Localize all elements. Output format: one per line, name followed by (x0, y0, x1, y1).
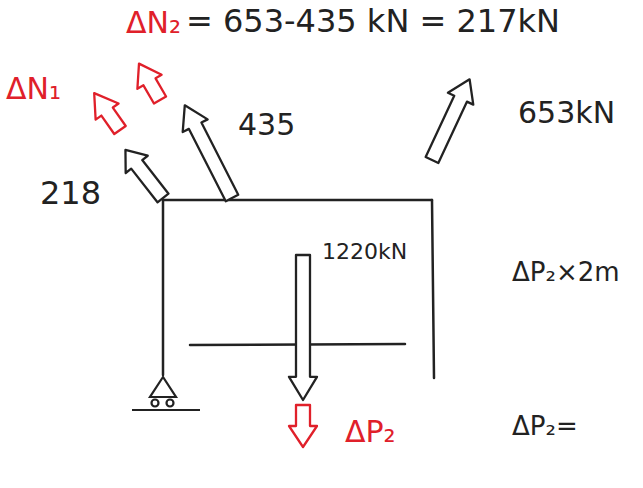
force-label: ΔN₂ (126, 6, 181, 39)
increment-arrow (83, 85, 132, 138)
force-label: ΔP₂ (345, 415, 396, 448)
force-label: ΔP₂= (512, 412, 578, 441)
force-arrow (419, 73, 482, 165)
force-label: ΔN₁ (6, 72, 61, 105)
left-column (162, 200, 165, 375)
force-label: 1220kN (322, 240, 407, 264)
increment-arrow (127, 57, 172, 107)
force-arrow (289, 255, 317, 400)
roller (152, 400, 159, 407)
force-label: 653kN (518, 96, 615, 129)
roller (167, 400, 174, 407)
right-column (432, 200, 434, 378)
roller-support (132, 377, 200, 410)
force-label: 435 (238, 108, 295, 141)
force-label: 218 (40, 176, 101, 211)
increment-arrow (289, 405, 317, 447)
force-arrow (172, 99, 244, 204)
ground-line (132, 409, 200, 411)
force-label: = 653-435 kN = 217kN (186, 4, 560, 39)
support-triangle (150, 377, 176, 397)
force-arrow (114, 141, 174, 206)
force-label: ΔP₂×2m (512, 258, 620, 287)
top-beam (163, 199, 432, 202)
